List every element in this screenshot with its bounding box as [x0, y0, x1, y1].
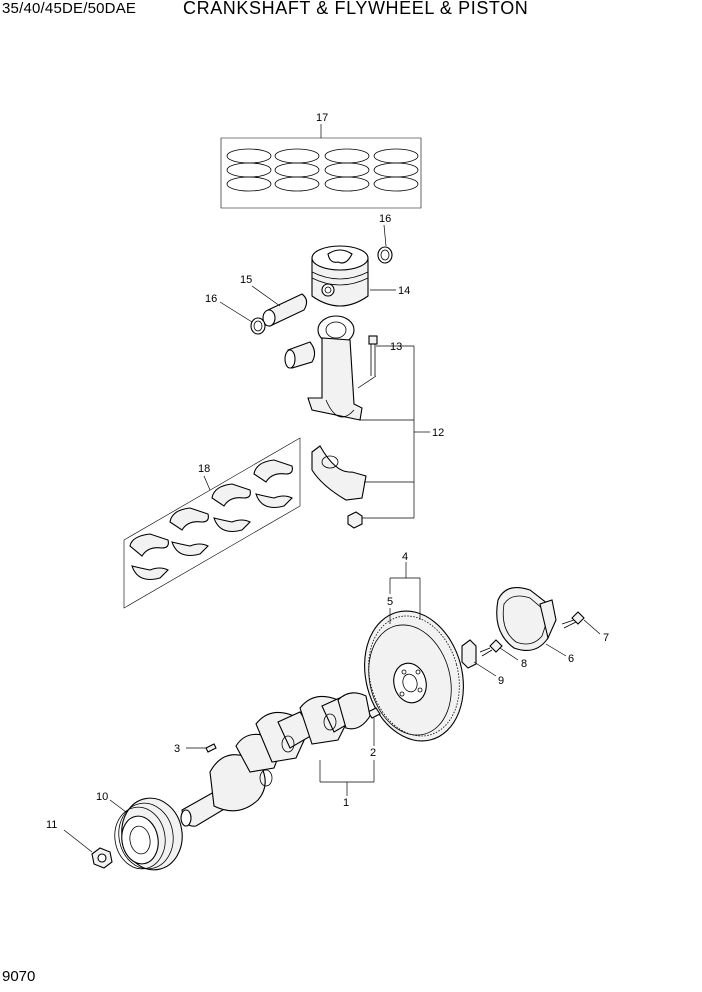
piston-ring-set: [220, 124, 422, 209]
callout-9: 9: [498, 675, 504, 687]
callout-18: 18: [198, 463, 210, 475]
callout-12: 12: [432, 427, 444, 439]
callout-15: 15: [240, 274, 252, 286]
crankshaft: [180, 692, 371, 827]
dowel-pin: [367, 707, 381, 719]
diagram-title: CRANKSHAFT & FLYWHEEL & PISTON: [183, 0, 529, 18]
callout-10: 10: [96, 791, 108, 803]
lock-plate: [461, 639, 477, 669]
flywheel: [364, 610, 464, 742]
page-number: 9070: [2, 968, 36, 985]
piston: [311, 245, 369, 307]
crankshaft-pulley: [114, 797, 183, 871]
flywheel-housing-plate: [496, 587, 557, 651]
callout-1: 1: [343, 797, 349, 809]
woodruff-key: [205, 743, 217, 753]
model-label: 35/40/45DE/50DAE: [2, 0, 137, 17]
connecting-rod: [284, 315, 363, 421]
callout-4: 4: [402, 551, 408, 563]
housing-bolt: [561, 611, 585, 629]
callout-2: 2: [370, 747, 376, 759]
piston-pin: [262, 293, 308, 327]
callout-13: 13: [390, 341, 402, 353]
callout-16-top: 16: [379, 213, 391, 225]
snap-ring-bottom: [250, 317, 266, 335]
callout-16-bottom: 16: [205, 293, 217, 305]
main-bearing-set: [123, 437, 301, 609]
callout-6: 6: [568, 653, 574, 665]
callout-17: 17: [316, 112, 328, 124]
callout-14: 14: [398, 285, 410, 297]
rod-nut: [347, 511, 363, 529]
callout-3: 3: [174, 743, 180, 755]
callout-7: 7: [603, 632, 609, 644]
rod-cap: [311, 445, 367, 501]
callout-5: 5: [387, 596, 393, 608]
flywheel-bolt: [479, 639, 503, 657]
callout-11: 11: [46, 819, 57, 831]
snap-ring-top: [377, 246, 393, 264]
callout-8: 8: [521, 658, 527, 670]
rod-bolt: [368, 335, 378, 376]
pulley-nut: [91, 847, 113, 869]
